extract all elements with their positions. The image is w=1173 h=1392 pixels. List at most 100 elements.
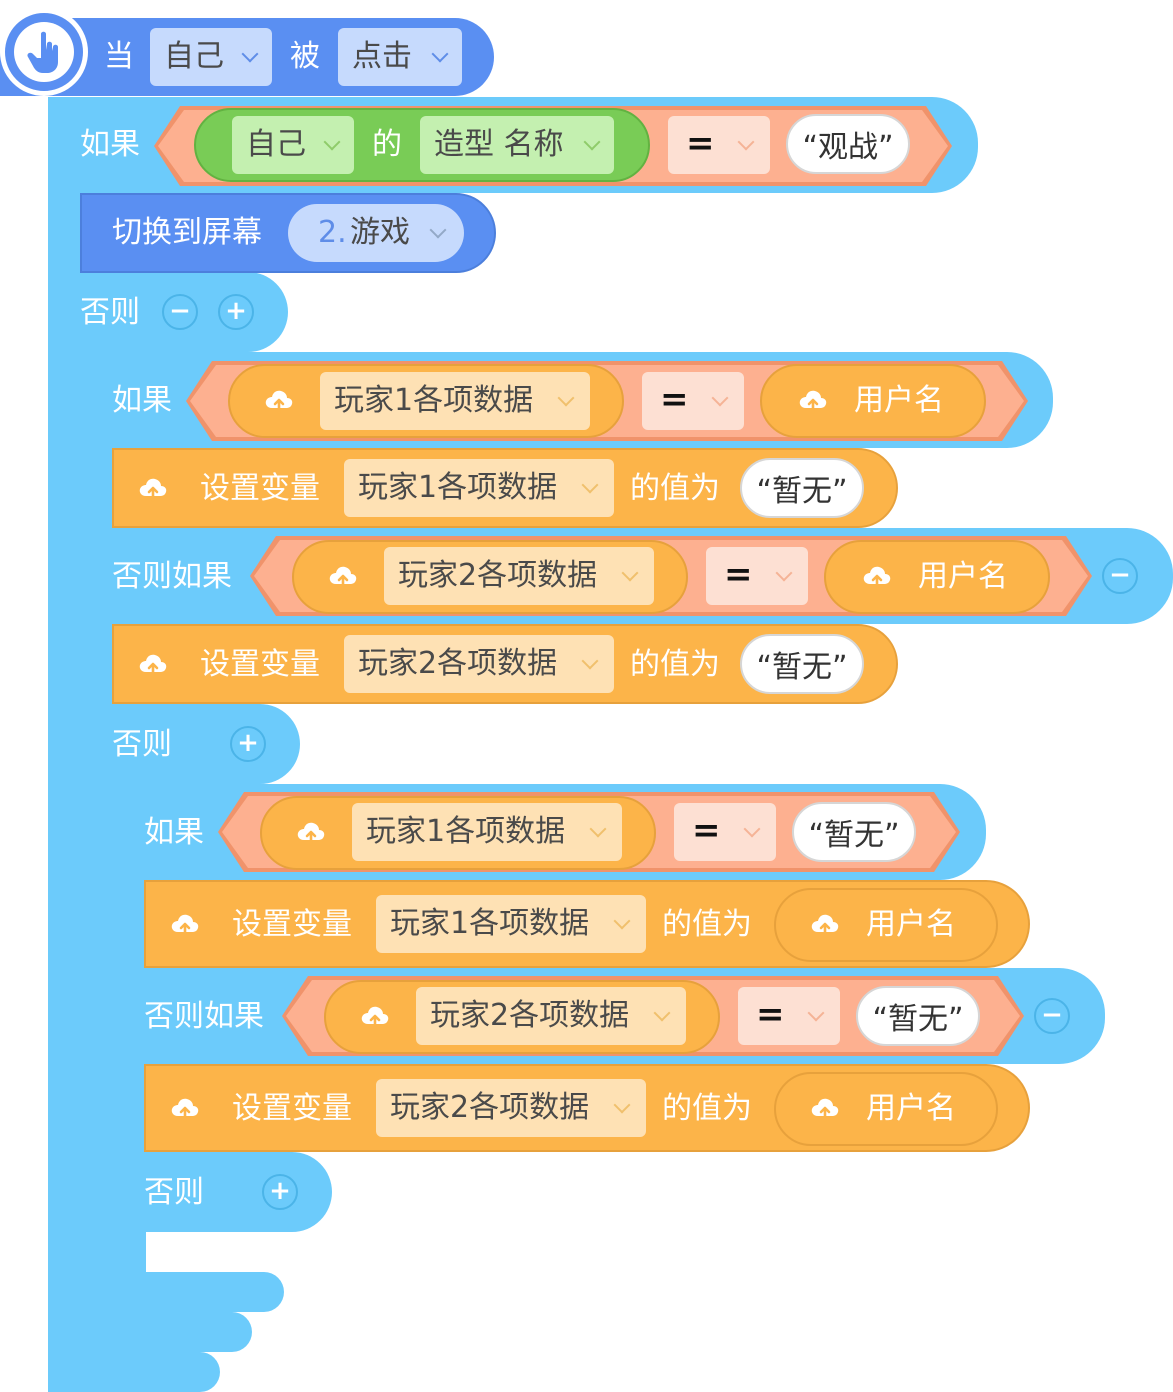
chevron-down-icon: [621, 564, 639, 582]
chevron-down-icon: [581, 476, 599, 494]
cloud-upload-icon: [265, 390, 293, 414]
elif2-left-var-dropdown[interactable]: 玩家2各项数据: [384, 547, 654, 605]
cloud-upload-icon: [361, 1006, 389, 1030]
cloud-upload-icon: [863, 566, 891, 590]
else3-add-button[interactable]: +: [262, 1174, 298, 1210]
set3-value-label: 的值为: [662, 907, 752, 942]
set2-value-label: 的值为: [630, 647, 720, 682]
if1-of-label: 的: [372, 127, 402, 162]
if-block-mid-foot: [80, 1312, 252, 1352]
cloud-upload-icon: [139, 654, 167, 678]
set4-value-label: 的值为: [662, 1091, 752, 1126]
elif2-label: 否则如果: [112, 559, 232, 594]
set2-label: 设置变量: [200, 647, 320, 682]
chevron-down-icon: [807, 1004, 825, 1022]
set4-var-value: 玩家2各项数据: [390, 1090, 590, 1125]
set1-var-value: 玩家1各项数据: [358, 470, 558, 505]
if1-property-dropdown[interactable]: 造型 名称: [420, 116, 614, 174]
else2-add-button[interactable]: +: [230, 726, 266, 762]
chevron-down-icon: [581, 652, 599, 670]
set1-value-label: 的值为: [630, 471, 720, 506]
chevron-down-icon: [653, 1004, 671, 1022]
set1-label: 设置变量: [200, 471, 320, 506]
if3-label: 如果: [144, 815, 204, 850]
screen-number: 2.: [318, 215, 347, 250]
set4-var-dropdown[interactable]: 玩家2各项数据: [376, 1079, 646, 1137]
if3-left-var-dropdown[interactable]: 玩家1各项数据: [352, 803, 622, 861]
if-block-inner-foot: [112, 1272, 284, 1312]
elif2-left-var-value: 玩家2各项数据: [398, 558, 598, 593]
elif3-operator-value: =: [756, 994, 785, 1035]
if1-operator-value: =: [686, 123, 715, 164]
cloud-upload-icon: [139, 478, 167, 502]
if3-operator-value: =: [692, 810, 721, 851]
if1-property-value: 造型 名称: [434, 127, 564, 162]
elif3-string-input[interactable]: “暂无”: [856, 986, 980, 1046]
event-action-dropdown[interactable]: 点击: [338, 28, 462, 86]
if1-string-value: “观战”: [802, 130, 894, 165]
elif3-remove-button[interactable]: −: [1034, 998, 1070, 1034]
if1-operator-dropdown[interactable]: =: [668, 116, 770, 174]
else1-add-button[interactable]: +: [218, 294, 254, 330]
event-passive-label: 被: [290, 39, 320, 74]
else3-label: 否则: [144, 1175, 204, 1210]
set1-var-dropdown[interactable]: 玩家1各项数据: [344, 459, 614, 517]
elif3-operator-dropdown[interactable]: =: [738, 987, 840, 1045]
if1-subject-dropdown[interactable]: 自己: [232, 116, 354, 174]
elif3-string-value: “暂无”: [872, 1002, 964, 1037]
if2-right-var-reporter[interactable]: 用户名: [760, 364, 986, 438]
if2-left-var-dropdown[interactable]: 玩家1各项数据: [320, 372, 590, 430]
elif2-right-var-value: 用户名: [918, 559, 1008, 594]
event-when-label: 当: [104, 39, 134, 74]
set1-string-input[interactable]: “暂无”: [740, 458, 864, 518]
set3-value-reporter[interactable]: 用户名: [774, 888, 998, 962]
event-sprite-value: 自己: [164, 39, 224, 74]
if1-subject-value: 自己: [246, 127, 306, 162]
cloud-upload-icon: [171, 1098, 199, 1122]
cloud-upload-icon: [297, 822, 325, 846]
if2-label: 如果: [112, 383, 172, 418]
if3-string-value: “暂无”: [808, 818, 900, 853]
cloud-upload-icon: [171, 914, 199, 938]
chevron-down-icon: [241, 45, 259, 63]
elif3-left-var-value: 玩家2各项数据: [430, 998, 630, 1033]
screen-dropdown[interactable]: 2. 游戏: [288, 204, 464, 262]
elif2-remove-button[interactable]: −: [1102, 558, 1138, 594]
set3-var-dropdown[interactable]: 玩家1各项数据: [376, 895, 646, 953]
else-inner-empty-slot: [112, 1230, 146, 1272]
if2-operator-value: =: [660, 379, 689, 420]
switch-screen-label: 切换到屏幕: [112, 215, 262, 250]
set2-string-value: “暂无”: [756, 650, 848, 685]
set1-string-value: “暂无”: [756, 474, 848, 509]
event-sprite-dropdown[interactable]: 自己: [150, 28, 272, 86]
cloud-upload-icon: [811, 914, 839, 938]
chevron-down-icon: [775, 564, 793, 582]
if-block-outer-foot: [48, 1352, 220, 1392]
set2-string-input[interactable]: “暂无”: [740, 634, 864, 694]
else1-remove-button[interactable]: −: [162, 294, 198, 330]
screen-name: 游戏: [350, 215, 410, 250]
set3-var-value: 玩家1各项数据: [390, 906, 590, 941]
cloud-upload-icon: [799, 390, 827, 414]
if3-left-var-value: 玩家1各项数据: [366, 814, 566, 849]
event-hat-icon-badge: [0, 8, 88, 96]
set2-var-dropdown[interactable]: 玩家2各项数据: [344, 635, 614, 693]
cloud-upload-icon: [329, 566, 357, 590]
hand-pointer-icon: [27, 31, 58, 73]
chevron-down-icon: [583, 133, 601, 151]
set4-value-reporter[interactable]: 用户名: [774, 1072, 998, 1146]
set4-value-var: 用户名: [866, 1091, 956, 1126]
if1-string-input[interactable]: “观战”: [786, 114, 910, 174]
if2-operator-dropdown[interactable]: =: [642, 372, 744, 430]
chevron-down-icon: [429, 221, 447, 239]
chevron-down-icon: [589, 820, 607, 838]
if3-operator-dropdown[interactable]: =: [674, 803, 776, 861]
if3-string-input[interactable]: “暂无”: [792, 802, 916, 862]
elif2-right-var-reporter[interactable]: 用户名: [824, 540, 1050, 614]
set2-var-value: 玩家2各项数据: [358, 646, 558, 681]
elif2-operator-dropdown[interactable]: =: [706, 547, 808, 605]
event-hat-icon-bg: [14, 22, 74, 82]
set3-value-var: 用户名: [866, 907, 956, 942]
chevron-down-icon: [323, 133, 341, 151]
elif3-left-var-dropdown[interactable]: 玩家2各项数据: [416, 987, 686, 1045]
